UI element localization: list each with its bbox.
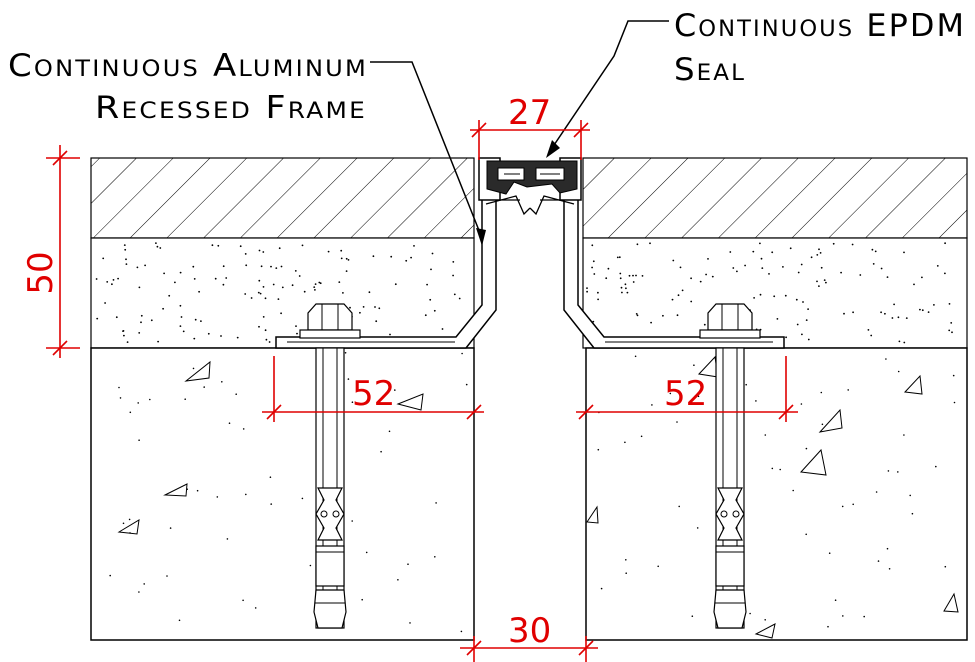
right-anchor-bolt — [699, 303, 761, 629]
right-surface-layer — [582, 157, 968, 239]
dimension-depth: 50 — [21, 251, 61, 294]
left-anchor-bolt — [299, 303, 361, 629]
dimension-top-width: 27 — [508, 93, 551, 133]
seal-label-line-2: Seal — [674, 52, 746, 88]
seal-leader-arrow — [546, 140, 560, 158]
frame-label-line-2: Recessed Frame — [95, 90, 367, 126]
frame-rails — [485, 195, 575, 216]
frame-leader-line — [370, 61, 483, 239]
dimension-left-flange: 52 — [352, 374, 395, 414]
right-bedding-layer — [582, 237, 968, 349]
substrate-speckle — [109, 352, 956, 633]
right-substrate — [585, 347, 968, 641]
left-bedding-layer — [90, 237, 475, 349]
frame-leader-arrow — [476, 228, 486, 246]
epdm-seal — [486, 160, 578, 195]
dimension-lines — [46, 120, 798, 662]
frame-label-line-1: Continuous Aluminum — [8, 48, 368, 84]
seal-label-line-1: Continuous EPDM — [674, 8, 966, 44]
left-substrate — [90, 347, 475, 641]
left-surface-layer — [90, 157, 475, 239]
seal-leader-line — [549, 20, 669, 152]
dimension-right-flange: 52 — [664, 374, 707, 414]
dimension-gap: 30 — [508, 611, 551, 651]
